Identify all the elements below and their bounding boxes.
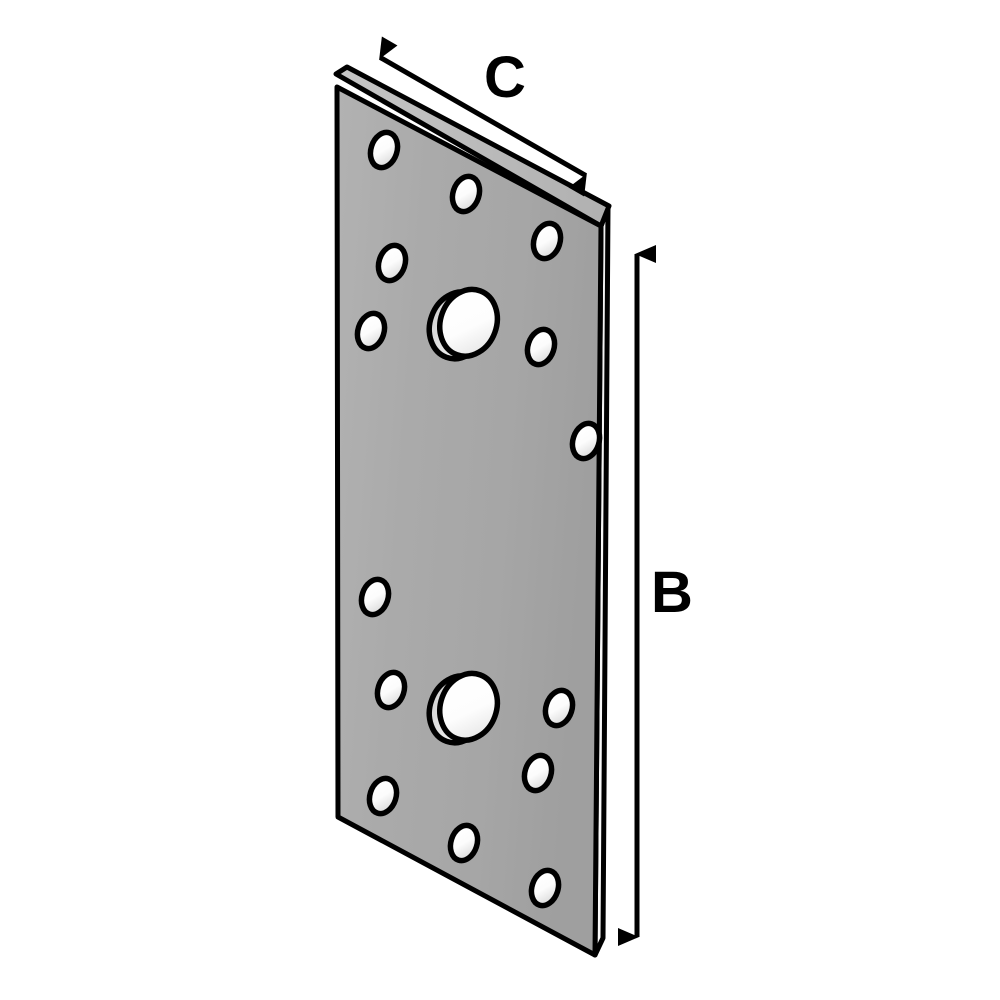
dimension-c-line	[378, 36, 588, 197]
large-hole	[437, 286, 501, 359]
large-hole	[437, 670, 501, 743]
small-hole	[569, 420, 603, 462]
small-hole	[524, 326, 558, 368]
dimension-b: B	[618, 245, 693, 946]
small-hole	[447, 822, 481, 864]
small-hole	[358, 576, 392, 618]
small-hole	[542, 687, 576, 729]
small-hole	[521, 752, 555, 794]
small-hole	[366, 775, 400, 817]
small-hole	[354, 310, 388, 352]
dimension-c-label: C	[484, 45, 526, 110]
dimension-b-label: B	[651, 560, 693, 625]
small-hole	[528, 867, 562, 909]
small-hole	[374, 669, 408, 711]
small-hole-group	[354, 129, 603, 909]
small-hole	[530, 220, 564, 262]
connector-plate-body	[333, 64, 612, 958]
small-hole	[375, 242, 409, 284]
large-hole-group	[426, 286, 501, 746]
dimension-c: C	[378, 36, 588, 197]
